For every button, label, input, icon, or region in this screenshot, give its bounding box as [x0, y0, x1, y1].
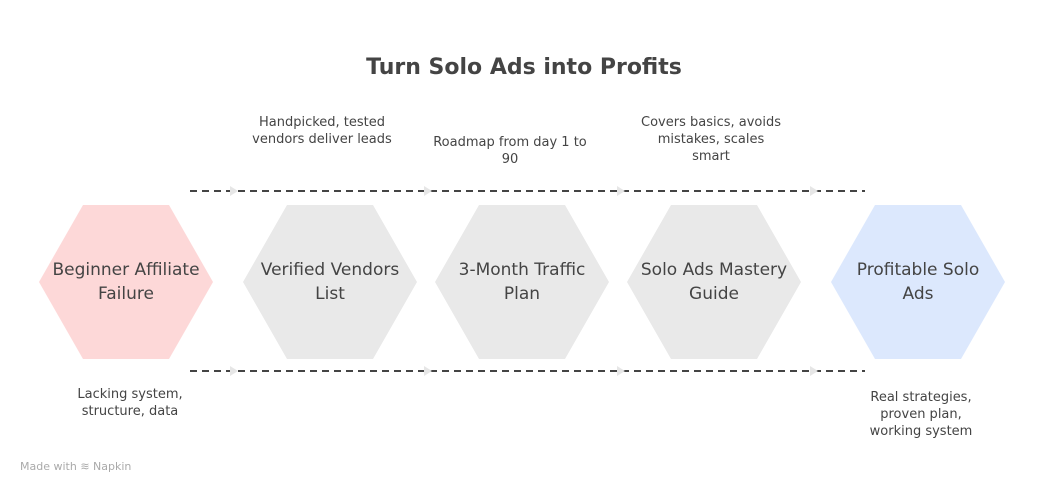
note-plan: Roadmap from day 1 to 90 [433, 135, 587, 167]
step-hexagon [435, 205, 609, 359]
napkin-logo-icon: ≋ [80, 460, 90, 473]
napkin-brand: Napkin [93, 460, 132, 473]
step-label: Beginner Affiliate Failure [52, 260, 200, 304]
arrow-head-icon [810, 366, 818, 376]
step-hexagon [243, 205, 417, 359]
step-label: Solo Ads Mastery Guide [640, 260, 788, 304]
arrow-head-icon [617, 366, 625, 376]
arrow-head-icon [810, 186, 818, 196]
note-vendors: Handpicked, tested vendors deliver leads [252, 115, 392, 147]
arrow-head-icon [230, 366, 238, 376]
note-guide: Covers basics, avoids mistakes, scales s… [641, 115, 782, 164]
step-hexagon [627, 205, 801, 359]
step-hexagon [39, 205, 213, 359]
step-label: 3-Month Traffic Plan [458, 260, 586, 304]
note-profit: Real strategies, proven plan, working sy… [869, 390, 973, 439]
diagram-title: Turn Solo Ads into Profits [366, 55, 682, 80]
made-with-napkin[interactable]: Made with ≋ Napkin [20, 460, 131, 473]
step-hexagon [831, 205, 1005, 359]
arrow-head-icon [230, 186, 238, 196]
step-label: Verified Vendors List [260, 260, 400, 304]
arrow-head-icon [424, 366, 432, 376]
step-label: Profitable Solo Ads [856, 260, 980, 304]
made-with-label: Made with [20, 460, 77, 473]
arrow-head-icon [424, 186, 432, 196]
note-beginner: Lacking system, structure, data [77, 387, 183, 419]
arrow-head-icon [617, 186, 625, 196]
